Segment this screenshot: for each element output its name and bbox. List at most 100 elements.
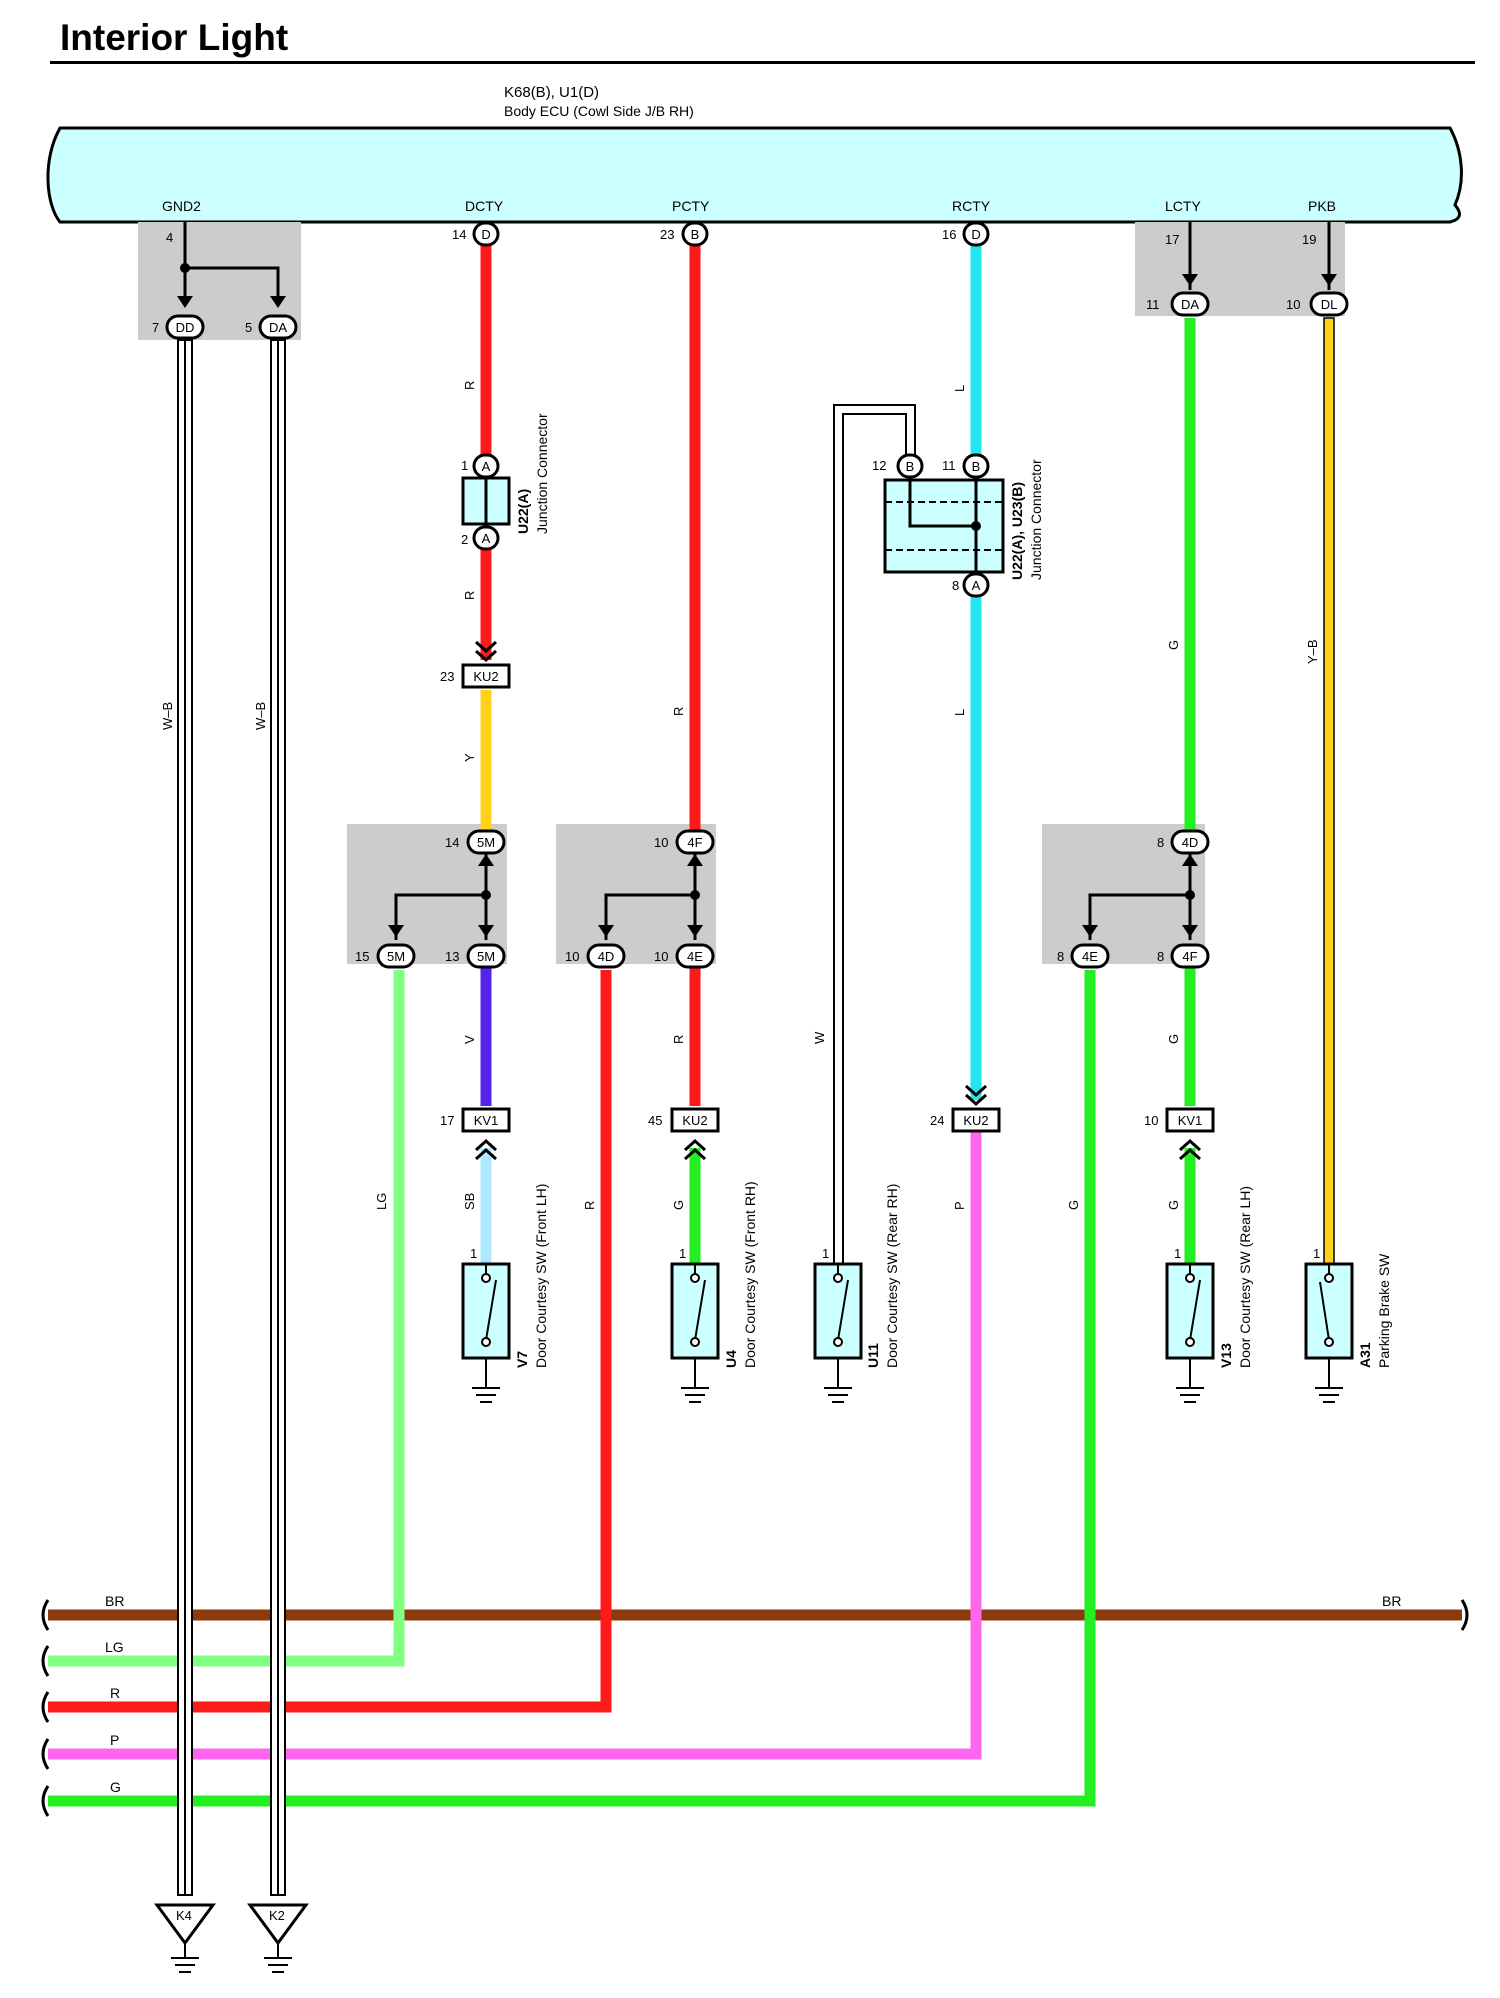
pin-u22-8: 8 (952, 578, 959, 593)
svg-text:4D: 4D (598, 949, 615, 964)
label-v-dcty: V (462, 1035, 477, 1044)
splice-4d (1185, 890, 1195, 900)
svg-text:KV1: KV1 (474, 1113, 499, 1128)
conn-u22-12-b: B (896, 453, 924, 479)
conn-dcty-d: D (472, 221, 500, 247)
pin-4f-10: 10 (654, 835, 668, 850)
chevron-ku2-45 (683, 1138, 707, 1161)
arrowheads (177, 274, 1337, 937)
arrow-4f-8 (1182, 925, 1198, 937)
ecu-name: Body ECU (Cowl Side J/B RH) (504, 103, 694, 119)
ground-k4-label: K4 (176, 1908, 192, 1923)
label-br-right: BR (1382, 1593, 1401, 1609)
arrow-da (270, 296, 286, 308)
conn-ku2-23: KU2 (461, 663, 511, 689)
label-lg-bottom: LG (105, 1639, 124, 1655)
pin-4d-10: 10 (565, 949, 579, 964)
conn-4f-8: 4F (1170, 943, 1210, 969)
conn-4d-8: 4D (1170, 829, 1210, 855)
label-y-dcty: Y (462, 753, 477, 762)
switch-u4-name: Door Courtesy SW (Front RH) (742, 1181, 758, 1368)
arrow-dd (177, 296, 193, 308)
pin-pkb-dl: 10 (1286, 297, 1300, 312)
terminal-rcty: RCTY (952, 198, 991, 214)
junction-path-2 (908, 480, 976, 528)
conn-pkb-dl: DL (1309, 291, 1349, 317)
switch-v7 (461, 1262, 511, 1403)
pin-gnd2: 4 (166, 230, 173, 245)
label-br-left: BR (105, 1593, 124, 1609)
svg-text:DD: DD (176, 320, 195, 335)
conn-lcty-da: DA (1170, 291, 1210, 317)
terminal-dcty: DCTY (465, 198, 504, 214)
conn-u22a-1: A (472, 453, 500, 479)
conn-4f-10: 4F (675, 829, 715, 855)
ecu-bus (46, 126, 1463, 224)
label-r-pcty-1: R (671, 707, 686, 716)
label-g-bottom: G (110, 1779, 121, 1795)
wire-w-inner (842, 413, 907, 1264)
pin-kv1-17: 17 (440, 1113, 454, 1128)
svg-text:A: A (482, 459, 491, 474)
junction1-ref: U22(A) (515, 489, 531, 534)
svg-text:D: D (481, 227, 490, 242)
svg-text:B: B (906, 459, 915, 474)
label-sb-dcty: SB (462, 1193, 477, 1210)
pin-u22-11: 11 (942, 458, 956, 473)
pin-5m-13: 13 (445, 949, 459, 964)
arrow-lcty-da (1182, 274, 1198, 286)
dcty-chain (394, 234, 511, 1264)
label-r-pcty-2: R (671, 1035, 686, 1044)
label-l-rcty-1: L (952, 385, 967, 392)
svg-text:A: A (972, 578, 981, 593)
arrow-4e-8 (1082, 925, 1098, 937)
svg-text:5M: 5M (477, 949, 495, 964)
pin-sw-v13: 1 (1174, 1246, 1181, 1261)
break-mark-g (41, 1785, 50, 1817)
svg-text:5M: 5M (477, 835, 495, 850)
wire-r-horizontal (48, 970, 612, 1713)
svg-text:4E: 4E (1082, 949, 1098, 964)
conn-ku2-24: KU2 (951, 1107, 1001, 1133)
switch-a31-ref: A31 (1357, 1342, 1373, 1368)
pin-sw-v7: 1 (470, 1246, 477, 1261)
pin-lcty: 17 (1165, 232, 1179, 247)
junction2-name: Junction Connector (1028, 459, 1044, 580)
junction1-name: Junction Connector (534, 413, 550, 534)
break-mark-br (41, 1599, 50, 1631)
label-r-dcty-2: R (462, 591, 477, 600)
label-g-pcty: G (671, 1200, 686, 1210)
title-underline (50, 61, 1475, 64)
svg-text:D: D (971, 227, 980, 242)
wire-lg-horizontal (48, 970, 405, 1667)
switch-v7-ref: V7 (514, 1351, 530, 1368)
svg-text:KV1: KV1 (1178, 1113, 1203, 1128)
arrow-5m-13 (478, 925, 494, 937)
junction-splice (971, 521, 981, 531)
conn-4e-10: 4E (675, 943, 715, 969)
wire-w-outer (833, 404, 916, 1264)
svg-text:DL: DL (1321, 297, 1338, 312)
conn-ku2-45: KU2 (670, 1107, 720, 1133)
conn-pcty-b: B (681, 221, 709, 247)
chevron-kv1-10 (1178, 1138, 1202, 1161)
rcty-chain (833, 234, 1005, 1264)
conn-5m-15: 5M (376, 943, 416, 969)
pin-ku2-23: 23 (440, 669, 454, 684)
terminal-gnd2: GND2 (162, 198, 201, 214)
pin-4d-8: 8 (1157, 835, 1164, 850)
break-mark-r (41, 1691, 50, 1723)
pin-da: 5 (245, 320, 252, 335)
arrow-5m-15 (388, 925, 404, 937)
ground-k4 (154, 1903, 216, 1973)
label-r-dcty-1: R (462, 381, 477, 390)
pin-sw-u4: 1 (679, 1246, 686, 1261)
svg-text:KU2: KU2 (963, 1113, 988, 1128)
svg-text:4E: 4E (687, 949, 703, 964)
conn-4e-8: 4E (1070, 943, 1110, 969)
bottom-harness (41, 970, 1469, 1817)
conn-u22-11-b: B (962, 453, 990, 479)
pin-4e-8: 8 (1057, 949, 1064, 964)
conn-kv1-10: KV1 (1165, 1107, 1215, 1133)
